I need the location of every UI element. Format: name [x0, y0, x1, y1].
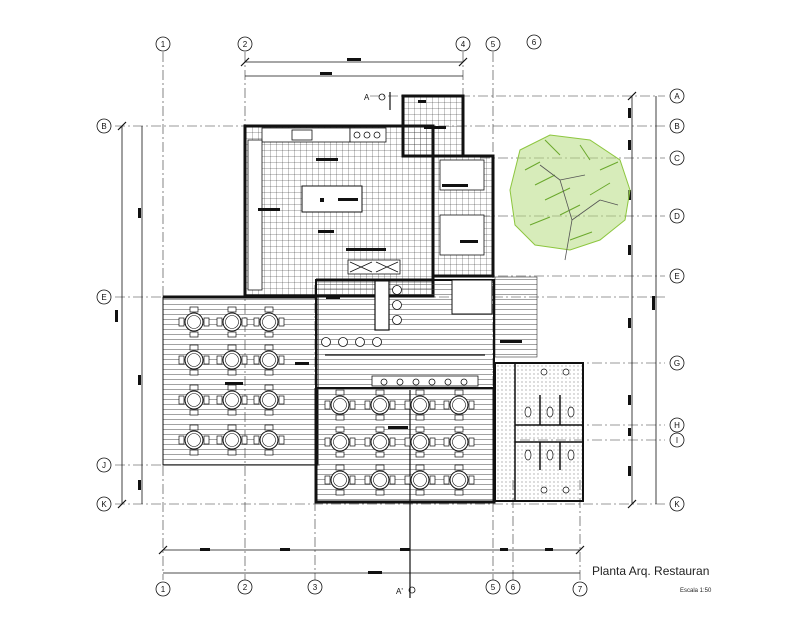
- restrooms: [494, 362, 584, 502]
- axis-label-top-6: 6: [532, 38, 537, 47]
- restroom-partitions: [514, 363, 583, 500]
- axis-label-top-1: 1: [161, 40, 166, 49]
- axis-label-bottom-7: 7: [578, 585, 583, 594]
- section-cut-bottom: A': [396, 580, 416, 598]
- section-label-top: A: [364, 93, 370, 102]
- section-label-bottom: A': [396, 587, 403, 596]
- axis-label-right-b: B: [674, 122, 679, 131]
- axis-label-bottom-1: 1: [161, 585, 166, 594]
- axis-label-bottom-5: 5: [491, 583, 496, 592]
- axis-label-left-e: E: [101, 293, 106, 302]
- axis-label-right-g: G: [674, 359, 680, 368]
- axis-label-bottom-2: 2: [243, 583, 248, 592]
- axis-label-right-i: I: [676, 436, 678, 445]
- section-cut-top: A: [364, 92, 391, 110]
- axis-label-left-b: B: [101, 122, 106, 131]
- bar-counter: [374, 279, 390, 331]
- axis-labels: 1 2 4 5 6 1 2 3 5 6 7 B E J K A B C D E …: [101, 38, 680, 594]
- axis-label-right-d: D: [674, 212, 680, 221]
- interior-walls: [325, 354, 485, 580]
- toilet-icons: [524, 368, 575, 494]
- axis-label-right-e: E: [674, 272, 679, 281]
- side-deck: [494, 276, 538, 358]
- axis-label-bottom-6: 6: [511, 583, 516, 592]
- kitchen-island: [301, 185, 363, 213]
- axis-label-right-c: C: [674, 154, 680, 163]
- axis-bubbles-top: [155, 34, 542, 52]
- axis-label-right-k: K: [674, 500, 680, 509]
- tree-icon: [509, 134, 631, 261]
- kitchen-counter-left: [247, 139, 263, 291]
- axis-label-top-5: 5: [491, 40, 496, 49]
- floor-labels: [225, 296, 522, 429]
- axis-label-right-h: H: [674, 421, 680, 430]
- bar-shelf: [371, 375, 479, 387]
- axis-label-bottom-3: 3: [313, 583, 318, 592]
- kitchen-labels: [258, 158, 386, 251]
- service-box: [451, 279, 493, 315]
- axis-bubbles-bottom: [155, 579, 588, 597]
- dimension-labels: [115, 58, 655, 574]
- axis-label-left-k: K: [101, 500, 107, 509]
- drawing-title: Planta Arq. Restauran: [592, 564, 710, 578]
- room-labels: [418, 100, 478, 243]
- axis-label-right-a: A: [674, 92, 680, 101]
- axis-bubbles-right: [669, 88, 685, 512]
- axis-label-top-2: 2: [243, 40, 248, 49]
- exterior-walls: [163, 278, 496, 504]
- axis-bubbles-left: [96, 118, 112, 512]
- axis-label-top-4: 4: [461, 40, 466, 49]
- stove-icon: [291, 127, 387, 143]
- bar-stools: [321, 285, 468, 386]
- axis-label-left-j: J: [102, 461, 106, 470]
- drawing-scale: Escala 1:50: [680, 588, 712, 594]
- sink-icon: [347, 259, 401, 275]
